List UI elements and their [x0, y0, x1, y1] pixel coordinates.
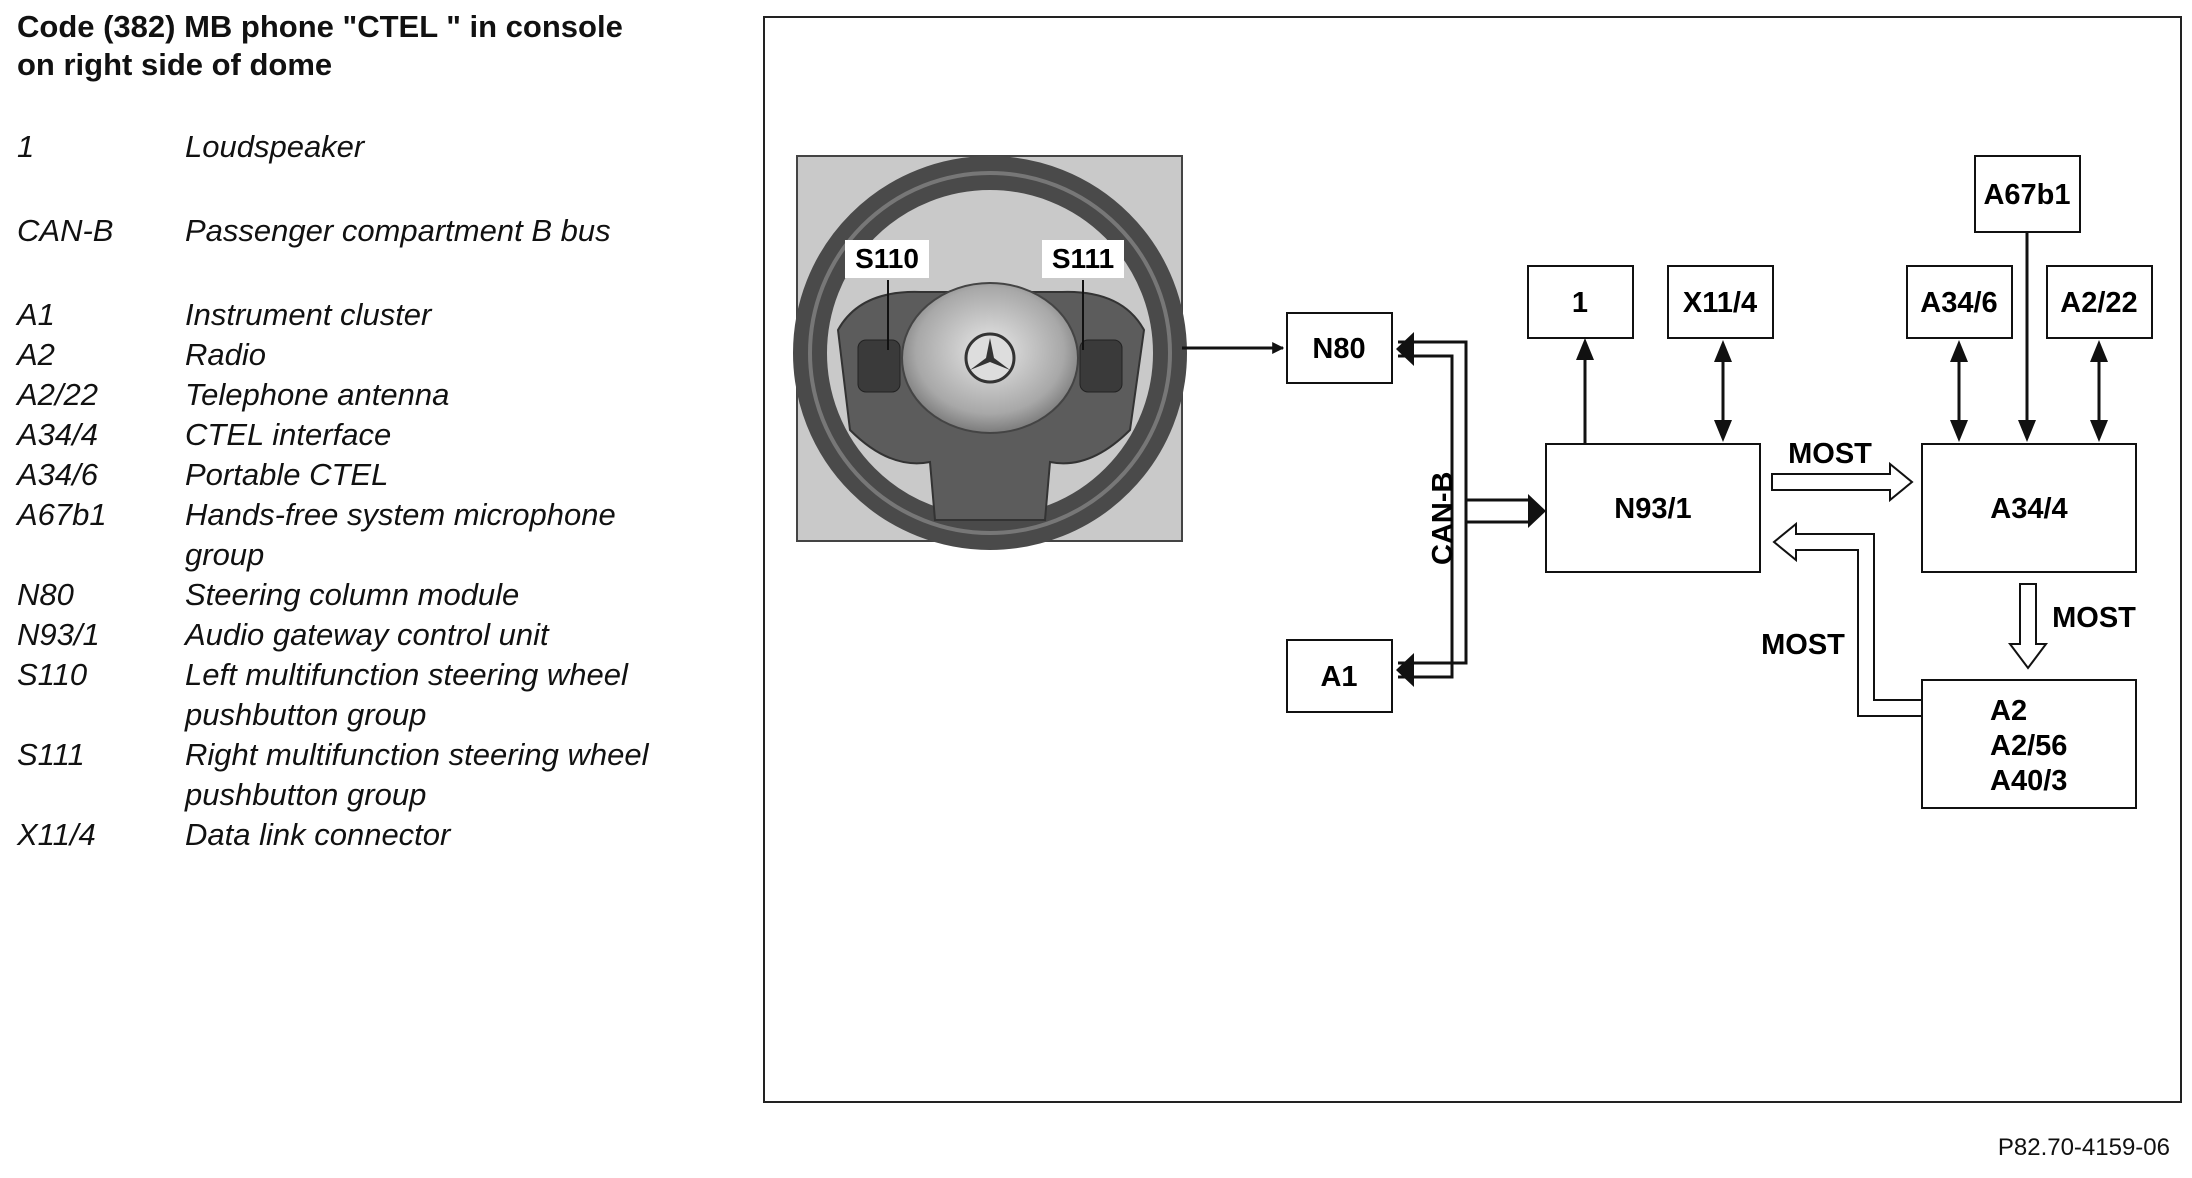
legend-item: A1 Instrument cluster — [17, 295, 695, 335]
x11-arrowhead-down — [1714, 420, 1732, 442]
radio-group-box — [1921, 679, 2137, 809]
n80-label: N80 — [1312, 333, 1365, 365]
a34-4-label: A34/4 — [1990, 493, 2067, 525]
n80-arrowhead — [1396, 332, 1414, 366]
a34-6-box — [1906, 265, 2013, 339]
loudspeaker-box — [1527, 265, 1634, 339]
a34-6-arrowhead-up — [1950, 340, 1968, 362]
a1-label: A1 — [1320, 661, 1357, 693]
legend-code: A2/22 — [17, 377, 99, 412]
most-down-arrow — [2008, 583, 2048, 670]
legend-code: S111 — [17, 737, 85, 772]
page-title: Code (382) MB phone "CTEL " in console o… — [17, 8, 623, 84]
legend-item: S110 Left multifunction steering wheel p… — [17, 655, 695, 735]
steering-wheel-image — [793, 155, 1187, 550]
a34-6-arrowhead-down — [1950, 420, 1968, 442]
legend-code: A67b1 — [17, 497, 107, 532]
speaker-arrowhead — [1576, 338, 1594, 360]
n93-1-box — [1545, 443, 1761, 573]
n93-1-label: N93/1 — [1614, 493, 1691, 525]
legend-code: A34/4 — [17, 417, 99, 452]
legend-item: X11/4 Data link connector — [17, 815, 695, 855]
legend-item: 1 Loudspeaker — [17, 127, 695, 167]
s111-label: S111 — [1052, 243, 1114, 274]
a1-arrowhead — [1396, 653, 1414, 687]
legend-desc: Instrument cluster — [185, 297, 432, 332]
x11-arrowhead-up — [1714, 340, 1732, 362]
legend-desc: Audio gateway control unit — [185, 617, 549, 652]
figure-reference: P82.70-4159-06 — [1997, 1134, 2170, 1161]
most-forward-arrow — [1771, 461, 1914, 503]
can-b-bus — [1398, 340, 1530, 679]
diagram-frame — [763, 16, 2182, 1103]
n80-box — [1286, 312, 1393, 384]
radio-group-line-3: A40/3 — [1990, 765, 2067, 797]
x11-4-box — [1667, 265, 1774, 339]
loudspeaker-label: 1 — [1572, 287, 1588, 319]
n93-canb-arrowhead — [1528, 494, 1546, 528]
a67b1-box — [1974, 155, 2081, 233]
legend-code: A1 — [17, 297, 55, 332]
legend-item: CAN-B Passenger compartment B bus — [17, 211, 695, 251]
legend-code: A2 — [17, 337, 55, 372]
legend-desc: Passenger compartment B bus — [185, 213, 611, 248]
legend-desc: Telephone antenna — [185, 377, 450, 412]
legend-item: A34/6 Portable CTEL — [17, 455, 695, 495]
legend-desc: Data link connector — [185, 817, 451, 852]
legend-desc: Steering column module — [185, 577, 520, 612]
most-forward-label: MOST — [1788, 438, 1872, 470]
a2-22-arrowhead-down — [2090, 420, 2108, 442]
a2-22-box — [2046, 265, 2153, 339]
legend-desc: Left multifunction steering wheel pushbu… — [185, 657, 628, 732]
title-line-2: on right side of dome — [17, 47, 333, 82]
legend-item: A34/4 CTEL interface — [17, 415, 695, 455]
legend-desc: CTEL interface — [185, 417, 392, 452]
legend-code: 1 — [17, 129, 35, 164]
can-b-label: CAN-B — [1427, 472, 1459, 565]
legend-item: A2/22 Telephone antenna — [17, 375, 695, 415]
radio-group-line-2: A2/56 — [1990, 730, 2067, 762]
legend-item: N93/1 Audio gateway control unit — [17, 615, 695, 655]
radio-group-line-1: A2 — [1990, 695, 2027, 727]
legend-list: 1 Loudspeaker CAN-B Passenger compartmen… — [17, 127, 695, 855]
most-down-label: MOST — [2052, 602, 2136, 634]
legend-code: N80 — [17, 577, 74, 612]
most-return-arrow — [1772, 521, 1923, 717]
legend-item: A67b1 Hands-free system microphone group — [17, 495, 695, 575]
a34-4-box — [1921, 443, 2137, 573]
a2-22-arrowhead-up — [2090, 340, 2108, 362]
a67b1-arrowhead — [2018, 420, 2036, 442]
legend-code: S110 — [17, 657, 88, 692]
s110-label-bg — [845, 240, 929, 278]
legend-code: X11/4 — [17, 817, 96, 852]
a1-box — [1286, 639, 1393, 713]
most-return-label: MOST — [1761, 629, 1845, 661]
legend-desc: Right multifunction steering wheel pushb… — [185, 737, 649, 812]
a2-22-label: A2/22 — [2060, 287, 2137, 319]
s111-label-bg — [1042, 240, 1124, 278]
legend-item: S111 Right multifunction steering wheel … — [17, 735, 695, 815]
x11-4-label: X11/4 — [1683, 287, 1757, 319]
legend-desc: Hands-free system microphone group — [185, 497, 616, 572]
legend-code: A34/6 — [17, 457, 99, 492]
legend-item: N80 Steering column module — [17, 575, 695, 615]
legend-desc: Portable CTEL — [185, 457, 389, 492]
legend-code: CAN-B — [17, 213, 114, 248]
a67b1-label: A67b1 — [1983, 179, 2070, 211]
s110-label: S110 — [855, 243, 919, 274]
legend-desc: Radio — [185, 337, 266, 372]
a34-6-label: A34/6 — [1920, 287, 1997, 319]
title-line-1: Code (382) MB phone "CTEL " in console — [17, 9, 623, 44]
legend-desc: Loudspeaker — [185, 129, 365, 164]
legend-item: A2 Radio — [17, 335, 695, 375]
legend-code: N93/1 — [17, 617, 100, 652]
